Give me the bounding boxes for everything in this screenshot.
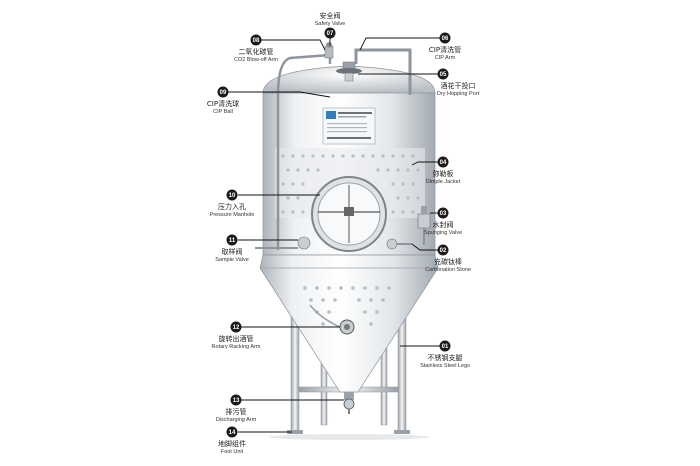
- leader-lines: [228, 37, 440, 433]
- callout-number: 06: [442, 36, 449, 42]
- label-en: Rotary Racking Arm: [212, 344, 261, 350]
- callout-badge: [230, 321, 242, 333]
- callout-14: 14 地脚组件 Foot Unit: [218, 426, 246, 455]
- callout-badge: [250, 34, 262, 46]
- label-en: CIP Ball: [213, 109, 233, 115]
- label-en: CIP Arm: [435, 55, 456, 61]
- label-en: Dimple Jacket: [426, 179, 461, 185]
- name-plate: [322, 107, 376, 145]
- label-en: Discharging Arm: [216, 417, 257, 423]
- callout-02: 02 充碳钛棒 Carbonation Stone: [425, 244, 471, 273]
- label-en: Safety Valve: [315, 21, 345, 27]
- pressure-manhole: [311, 176, 387, 252]
- spunging-valve: [417, 206, 431, 245]
- callout-04: 04 弥勒板 Dimple Jacket: [426, 156, 461, 185]
- label-en: CO2 Blow-off Arm: [234, 57, 278, 63]
- discharging-arm: [343, 392, 355, 414]
- callout-number: 04: [440, 160, 447, 166]
- label-cn: 弥勒板: [433, 169, 454, 178]
- callout-badge: [437, 207, 449, 219]
- label-cn: 二氧化碳管: [239, 47, 274, 56]
- label-en: Pressure Manhole: [210, 212, 255, 218]
- callout-badge: [437, 156, 449, 168]
- callout-05: 05 酒花干投口 Dry Hopping Port: [437, 68, 480, 97]
- callout-badge: [226, 234, 238, 246]
- label-en: Dry Hopping Port: [437, 91, 480, 97]
- callout-badge: [439, 32, 451, 44]
- callout-badge: [226, 426, 238, 438]
- callout-08: 08 二氧化碳管 CO2 Blow-off Arm: [234, 34, 278, 63]
- callout-badge: [217, 86, 229, 98]
- label-cn: 地脚组件: [218, 439, 246, 448]
- callout-number: 05: [440, 72, 447, 78]
- callout-number: 02: [440, 248, 447, 254]
- callout-12: 12 旋转出酒管 Rotary Racking Arm: [212, 321, 261, 350]
- callout-11: 11 取样阀 Sample Valve: [215, 234, 249, 263]
- sample-valve: [255, 236, 311, 250]
- label-en: Sample Valve: [215, 257, 249, 263]
- callout-badge: [439, 340, 451, 352]
- callout-badge: [226, 189, 238, 201]
- callout-number: 13: [233, 398, 240, 404]
- callout-number: 07: [327, 31, 334, 37]
- callout-13: 13 排污管 Discharging Arm: [216, 394, 257, 423]
- callout-03: 03 水封阀 Spunging Valve: [424, 207, 462, 236]
- label-cn: 安全阀: [320, 11, 341, 20]
- callout-01: 01 不锈钢支腿 Stainless Steel Legs: [420, 340, 470, 369]
- callout-number: 14: [229, 430, 236, 436]
- label-cn: 取样阀: [222, 247, 243, 256]
- top-fittings: [276, 42, 412, 250]
- callout-06: 06 CIP清洗管 CIP Arm: [429, 32, 461, 61]
- label-cn: 压力入孔: [218, 202, 246, 211]
- callout-badge: [230, 394, 242, 406]
- label-en: Spunging Valve: [424, 230, 462, 236]
- callout-09: 09 CIP清洗球 CIP Ball: [207, 86, 239, 115]
- callout-number: 08: [253, 38, 260, 44]
- label-cn: 不锈钢支腿: [428, 353, 463, 362]
- callout-07: 07 安全阀 Safety Valve: [315, 11, 345, 39]
- callout-10: 10 压力入孔 Pressure Manhole: [210, 189, 255, 218]
- callout-badge: [437, 244, 449, 256]
- callout-number: 12: [233, 325, 240, 331]
- label-en: Foot Unit: [221, 449, 244, 455]
- callout-number: 03: [440, 211, 447, 217]
- tank-body: [255, 42, 439, 440]
- label-cn: CIP清洗管: [429, 45, 461, 54]
- label-en: Stainless Steel Legs: [420, 363, 470, 369]
- label-cn: 排污管: [226, 407, 247, 416]
- label-cn: 酒花干投口: [441, 81, 476, 90]
- callout-number: 01: [442, 344, 449, 350]
- callout-badge: [324, 27, 336, 39]
- label-cn: CIP清洗球: [207, 99, 239, 108]
- rotary-racking-arm: [309, 304, 355, 335]
- foot-unit: [287, 430, 410, 434]
- label-cn: 水封阀: [433, 220, 454, 229]
- label-cn: 充碳钛棒: [434, 257, 462, 266]
- callout-number: 10: [229, 193, 236, 199]
- label-cn: 旋转出酒管: [219, 334, 254, 343]
- callout-badge: [437, 68, 449, 80]
- callout-number: 11: [229, 238, 236, 244]
- callout-number: 09: [220, 90, 227, 96]
- carbonation-stone: [386, 238, 412, 250]
- label-en: Carbonation Stone: [425, 267, 471, 273]
